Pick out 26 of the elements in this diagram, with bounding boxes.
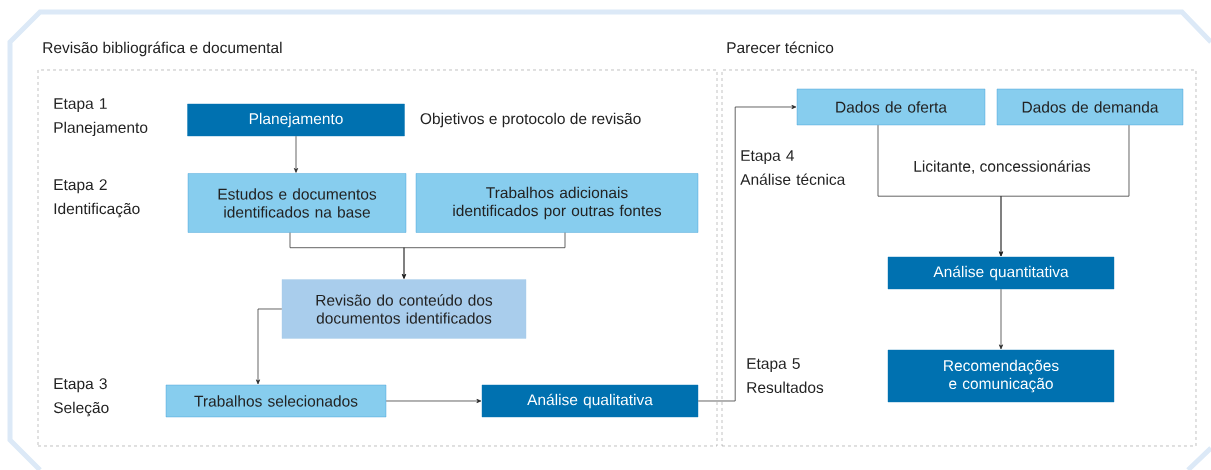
note-text: Objetivos e protocolo de revisão — [420, 112, 641, 128]
process-box: Trabalhos adicionais identificados por outras fontes — [415, 173, 699, 233]
arrow — [255, 308, 283, 385]
arrow — [401, 232, 566, 279]
process-box: Dados de oferta — [796, 88, 986, 126]
process-box: Dados de demanda — [996, 88, 1184, 126]
panel-title: Parecer técnico — [727, 41, 834, 54]
arrow — [998, 288, 1004, 350]
arrow — [385, 398, 482, 404]
stage-label: Etapa 3 Seleção — [53, 378, 109, 417]
arrow — [293, 135, 299, 173]
arrow — [998, 124, 1130, 257]
arrow — [697, 104, 797, 402]
process-box: Estudos e documentos identificados na base — [187, 173, 407, 233]
process-box: Planejamento — [187, 103, 405, 137]
process-box: Trabalhos selecionados — [165, 384, 387, 418]
process-box: Revisão do conteúdo dos documentos identificados — [281, 279, 527, 339]
process-box: Recomendações e comunicação — [887, 349, 1115, 403]
bracket-label: Licitante, concessionárias — [914, 160, 1091, 174]
stage-label: Etapa 2 Identificação — [54, 179, 140, 218]
stage-label: Etapa 5 Resultados — [747, 358, 824, 393]
process-box: Análise qualitativa — [481, 384, 699, 418]
process-box: Análise quantitativa — [887, 256, 1115, 290]
panel-title: Revisão bibliográfica e documental — [43, 41, 282, 57]
stage-label: Etapa 1 Planejamento — [54, 98, 148, 137]
stage-label: Etapa 4 Análise técnica — [740, 150, 846, 185]
